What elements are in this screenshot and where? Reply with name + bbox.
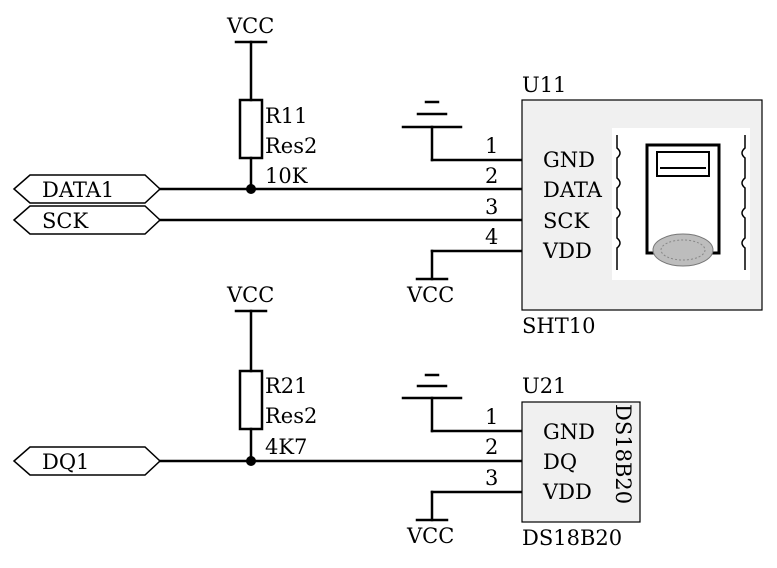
vcc-r11-label: VCC (226, 14, 274, 38)
r11-type: Res2 (265, 134, 317, 158)
u11-pin3-number: 3 (485, 195, 498, 219)
u11-designator: U11 (522, 73, 566, 97)
vcc-r21-symbol: VCC (226, 283, 274, 373)
r21-designator: R21 (265, 374, 308, 398)
u21-body-label: DS18B20 (611, 404, 635, 504)
u21-pin2-name: DQ (543, 450, 577, 474)
r21-type: Res2 (265, 404, 317, 428)
sensor-image-icon (612, 128, 750, 280)
u21-pin1-number: 1 (485, 405, 498, 429)
u11-pin1-name: GND (543, 148, 595, 172)
r11-value: 10K (265, 164, 308, 188)
vcc-r21-label: VCC (226, 283, 274, 307)
ground-u11-symbol-icon (401, 100, 524, 162)
u11-part: SHT10 (522, 314, 595, 338)
u11-pin2-name: DATA (543, 178, 603, 202)
vcc-u21-symbol: VCC (406, 490, 524, 548)
u21-pin1-name: GND (543, 420, 595, 444)
u21-pin2-number: 2 (485, 435, 498, 459)
u21-pin3-number: 3 (485, 466, 498, 490)
r11-designator: R11 (265, 104, 308, 128)
junction-dot-data1 (246, 184, 256, 194)
u11-pin1-number: 1 (485, 134, 498, 158)
r21-value: 4K7 (265, 435, 307, 459)
u21-designator: U21 (522, 374, 566, 398)
u11-pin2-number: 2 (485, 164, 498, 188)
ground-u21-symbol-icon (401, 373, 524, 433)
junction-dot-dq1 (246, 456, 256, 466)
port-dq1-label: DQ1 (42, 450, 89, 474)
port-data1-label: DATA1 (42, 178, 114, 202)
u21-pin3-name: VDD (542, 480, 592, 504)
resistor-r11-icon (238, 98, 264, 191)
port-sck[interactable]: SCK (12, 205, 162, 235)
vcc-u21-label: VCC (406, 524, 454, 548)
resistor-r21-icon (238, 369, 264, 463)
u11-pin4-number: 4 (485, 225, 498, 249)
u21-part: DS18B20 (522, 526, 622, 550)
u11-pin3-name: SCK (543, 209, 589, 233)
port-data1[interactable]: DATA1 (12, 174, 162, 204)
port-sck-label: SCK (42, 209, 88, 233)
u21-body[interactable] (521, 401, 641, 523)
vcc-u11-symbol: VCC (406, 249, 524, 307)
u11-pin4-name: VDD (542, 239, 592, 263)
vcc-r11-symbol: VCC (226, 14, 274, 102)
port-dq1[interactable]: DQ1 (12, 446, 162, 476)
vcc-u11-label: VCC (406, 283, 454, 307)
